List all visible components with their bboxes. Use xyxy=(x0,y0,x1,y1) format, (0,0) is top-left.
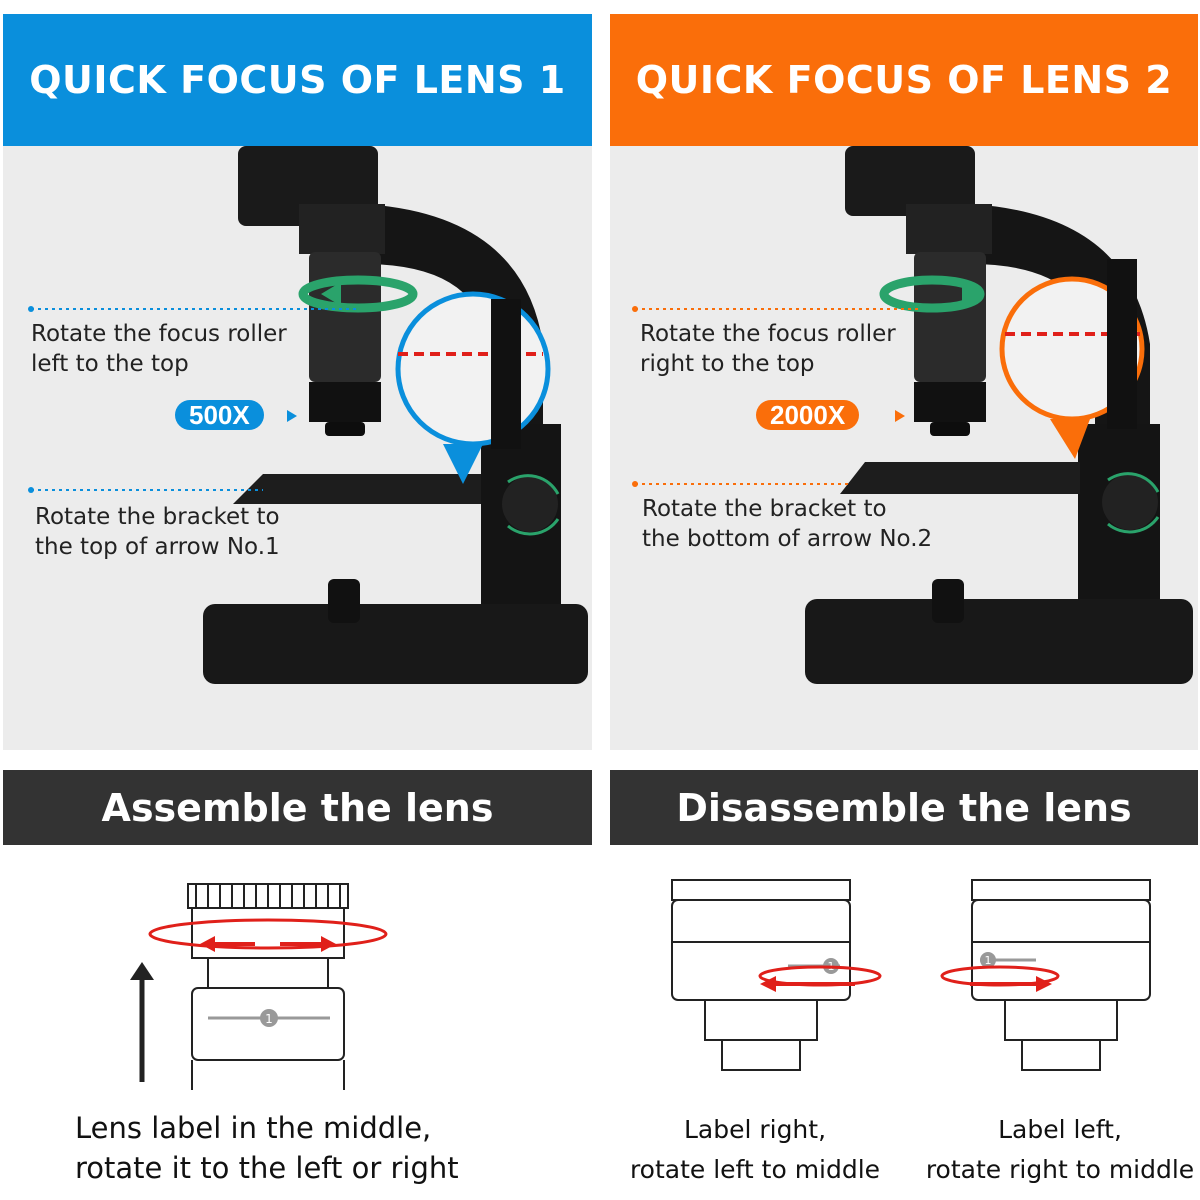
lens-tip xyxy=(930,422,970,436)
panel-quick-focus-lens-2: QUICK FOCUS OF LENS 2 Rotate the foc xyxy=(610,14,1198,750)
focus-roller xyxy=(309,252,381,382)
disassemble-left-illustration: 1 xyxy=(940,879,1151,1071)
bracket-knob-rotate-arrow-icon xyxy=(507,474,560,536)
lens-barrel xyxy=(914,382,986,422)
section-title: Disassemble the lens xyxy=(676,785,1132,830)
screen xyxy=(845,146,975,216)
arrow-scale xyxy=(1107,259,1137,429)
lens-upper-body xyxy=(191,907,345,959)
badge-pointer xyxy=(287,410,297,422)
bracket-knob xyxy=(1102,474,1158,530)
stage xyxy=(840,462,1080,494)
assemble-illustration: 1 xyxy=(130,883,388,1090)
base-post xyxy=(932,579,964,623)
banner-title: QUICK FOCUS OF LENS 1 xyxy=(29,58,566,102)
red-rotate-arrow-icon xyxy=(148,918,388,952)
caption-assemble: Lens label in the middle, rotate it to t… xyxy=(75,1111,459,1185)
lens-tip xyxy=(325,422,365,436)
note-focus-roller: Rotate the focus roller right to the top xyxy=(640,321,896,377)
lens-neck xyxy=(207,957,329,989)
badge-pointer xyxy=(895,410,905,422)
red-rotate-arrow-icon xyxy=(758,965,882,992)
arrow-scale xyxy=(491,299,521,449)
up-arrow-icon xyxy=(130,962,154,1082)
lens-tip xyxy=(1021,1039,1101,1071)
red-rotate-arrow-icon xyxy=(940,965,1060,992)
magnification-badge: 500X xyxy=(175,400,264,430)
base-post xyxy=(328,579,360,623)
lens-lower-body xyxy=(704,999,818,1041)
microscope-illustration-2 xyxy=(632,146,1193,684)
note-focus-roller: Rotate the focus roller left to the top xyxy=(31,321,287,377)
base xyxy=(805,599,1193,684)
lens-label-number: 1 xyxy=(265,1012,273,1026)
lens-label-marker xyxy=(260,1009,278,1027)
zoom-pointer xyxy=(443,444,483,484)
note-bracket: Rotate the bracket to the top of arrow N… xyxy=(35,504,280,560)
focus-roller-rotate-arrow-icon xyxy=(879,275,985,313)
bracket-knob xyxy=(502,476,558,532)
zoom-circle xyxy=(395,291,551,447)
bracket-knob-rotate-arrow-icon xyxy=(1107,472,1160,534)
disassemble-right-illustration: 1 xyxy=(671,879,882,1071)
microscope-illustration-1 xyxy=(28,146,588,684)
banner-lens-1: QUICK FOCUS OF LENS 1 xyxy=(3,14,592,146)
lens-label-number: 1 xyxy=(985,954,992,967)
magnification-badge: 2000X xyxy=(756,400,860,430)
section-title: Assemble the lens xyxy=(101,785,494,830)
lens-tip xyxy=(721,1039,801,1071)
caption-label-left: Label left, rotate right to middle xyxy=(925,1115,1195,1184)
stage xyxy=(233,474,481,504)
lens-head xyxy=(906,204,992,254)
focus-roller-rotate-arrow-icon xyxy=(298,275,418,313)
lens-knurl xyxy=(671,879,851,901)
panel-quick-focus-lens-1: QUICK FOCUS OF LENS 1 xyxy=(3,14,592,750)
caption-label-right: Label right, rotate left to middle xyxy=(629,1115,881,1184)
banner-title: QUICK FOCUS OF LENS 2 xyxy=(635,58,1173,102)
lens-label-marker xyxy=(980,952,996,968)
lens-barrel xyxy=(309,382,381,422)
banner-lens-2: QUICK FOCUS OF LENS 2 xyxy=(610,14,1198,146)
lens-knurl xyxy=(971,879,1151,901)
base xyxy=(203,604,588,684)
focus-roller xyxy=(914,252,986,382)
note-bracket: Rotate the bracket to the bottom of arro… xyxy=(642,496,933,552)
section-bar-assemble: Assemble the lens xyxy=(3,770,592,845)
lens-lower-body xyxy=(1004,999,1118,1041)
zoom-pointer xyxy=(1050,419,1090,459)
lens-head xyxy=(299,204,385,254)
section-bar-disassemble: Disassemble the lens xyxy=(610,770,1198,845)
